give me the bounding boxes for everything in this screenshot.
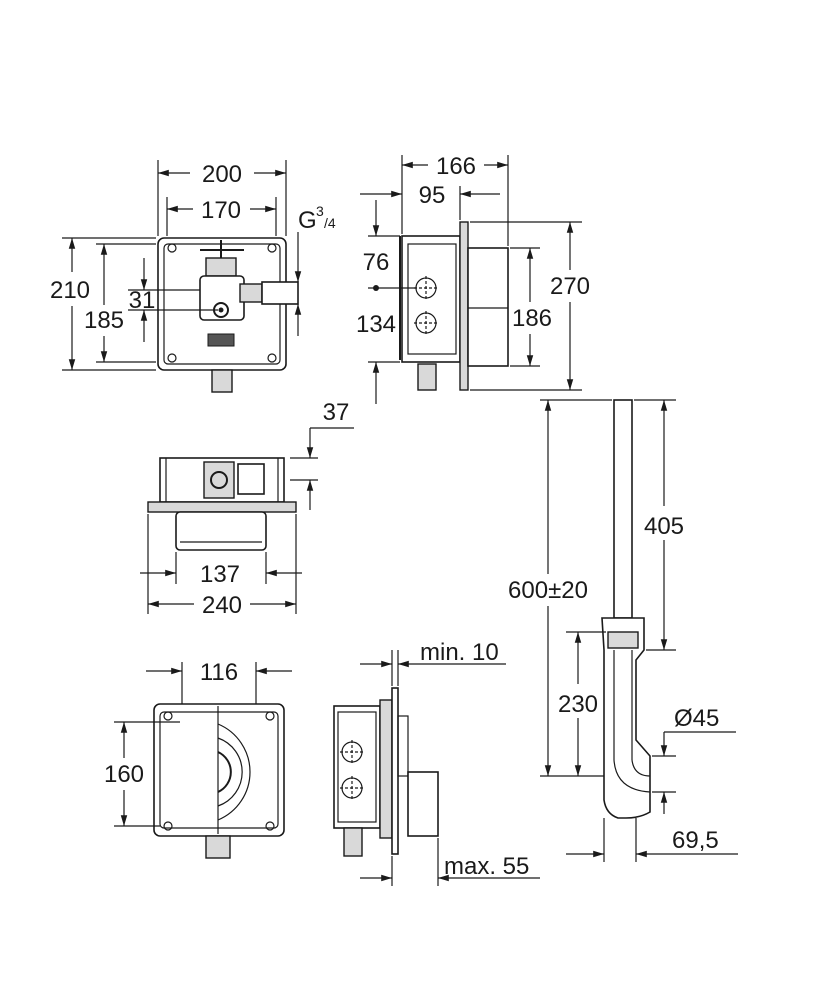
dim-max55-label: max. 55 xyxy=(444,853,529,880)
dim-186-label: 186 xyxy=(512,305,552,332)
install-wall xyxy=(391,687,399,855)
dim-210-label: 210 xyxy=(50,277,90,304)
outlet-stub xyxy=(211,369,233,393)
valve-dot xyxy=(218,307,224,313)
dim-116-label: 116 xyxy=(200,659,238,686)
valve-filter xyxy=(207,333,235,347)
thread-sup-label: 3 xyxy=(316,203,324,219)
side-plate xyxy=(459,221,469,391)
dim-185-label: 185 xyxy=(84,307,124,334)
dim-230-label: 230 xyxy=(558,691,598,718)
rear-outlet xyxy=(205,835,231,859)
thread-sub-label: /4 xyxy=(324,215,336,231)
dim-170-label: 170 xyxy=(201,197,241,224)
dim-min10-label: min. 10 xyxy=(420,639,499,666)
side-view: 166 95 76 134 270 186 xyxy=(356,153,590,404)
screw-icon xyxy=(167,353,177,363)
dim-600-label: 600±20 xyxy=(508,577,588,604)
dim-dia45-label: Ø45 xyxy=(674,705,719,732)
dim-166-label: 166 xyxy=(436,153,476,180)
top-view: 37 137 240 xyxy=(140,399,354,619)
side-box xyxy=(401,235,461,363)
dim-95-label: 95 xyxy=(419,182,446,209)
install-frame xyxy=(379,699,393,839)
valve-body xyxy=(199,275,245,321)
dim-76-label: 76 xyxy=(363,249,390,276)
screw-icon xyxy=(163,711,173,721)
dim-270-label: 270 xyxy=(550,273,590,300)
dim-200-label: 200 xyxy=(202,161,242,188)
valve-top xyxy=(205,257,237,277)
screw-icon xyxy=(265,821,275,831)
pipe-upper xyxy=(613,399,633,619)
side-outlet xyxy=(417,363,437,391)
thread-g-label: G xyxy=(298,207,317,234)
inlet-pipe xyxy=(261,281,299,305)
front-view: 200 170 G 3 /4 210 185 31 xyxy=(50,160,336,393)
screw-icon xyxy=(163,821,173,831)
install-outlet xyxy=(343,827,363,857)
dim-37-label: 37 xyxy=(323,399,350,426)
dim-31-label: 31 xyxy=(129,287,156,314)
screw-icon xyxy=(267,353,277,363)
screw-icon xyxy=(265,711,275,721)
dim-240-label: 240 xyxy=(202,592,242,619)
install-sleeve xyxy=(407,771,439,837)
side-cover xyxy=(467,247,509,367)
pipe-clamp xyxy=(607,631,639,649)
top-plate xyxy=(147,501,297,513)
dim-160-label: 160 xyxy=(104,761,144,788)
install-view: min. 10 max. 55 xyxy=(333,639,540,886)
valve-side xyxy=(239,283,263,303)
top-valve xyxy=(203,461,235,499)
install-box xyxy=(333,705,381,829)
dim-69-5-label: 69,5 xyxy=(672,827,719,854)
screw-icon xyxy=(267,243,277,253)
screw-icon xyxy=(167,243,177,253)
dim-405-label: 405 xyxy=(644,513,684,540)
top-sleeve xyxy=(175,511,267,551)
pipe-view: 600±20 405 230 Ø45 69,5 xyxy=(508,399,738,862)
rear-view: 116 160 xyxy=(104,659,292,859)
dim-137-label: 137 xyxy=(200,561,240,588)
dim-134-label: 134 xyxy=(356,311,396,338)
